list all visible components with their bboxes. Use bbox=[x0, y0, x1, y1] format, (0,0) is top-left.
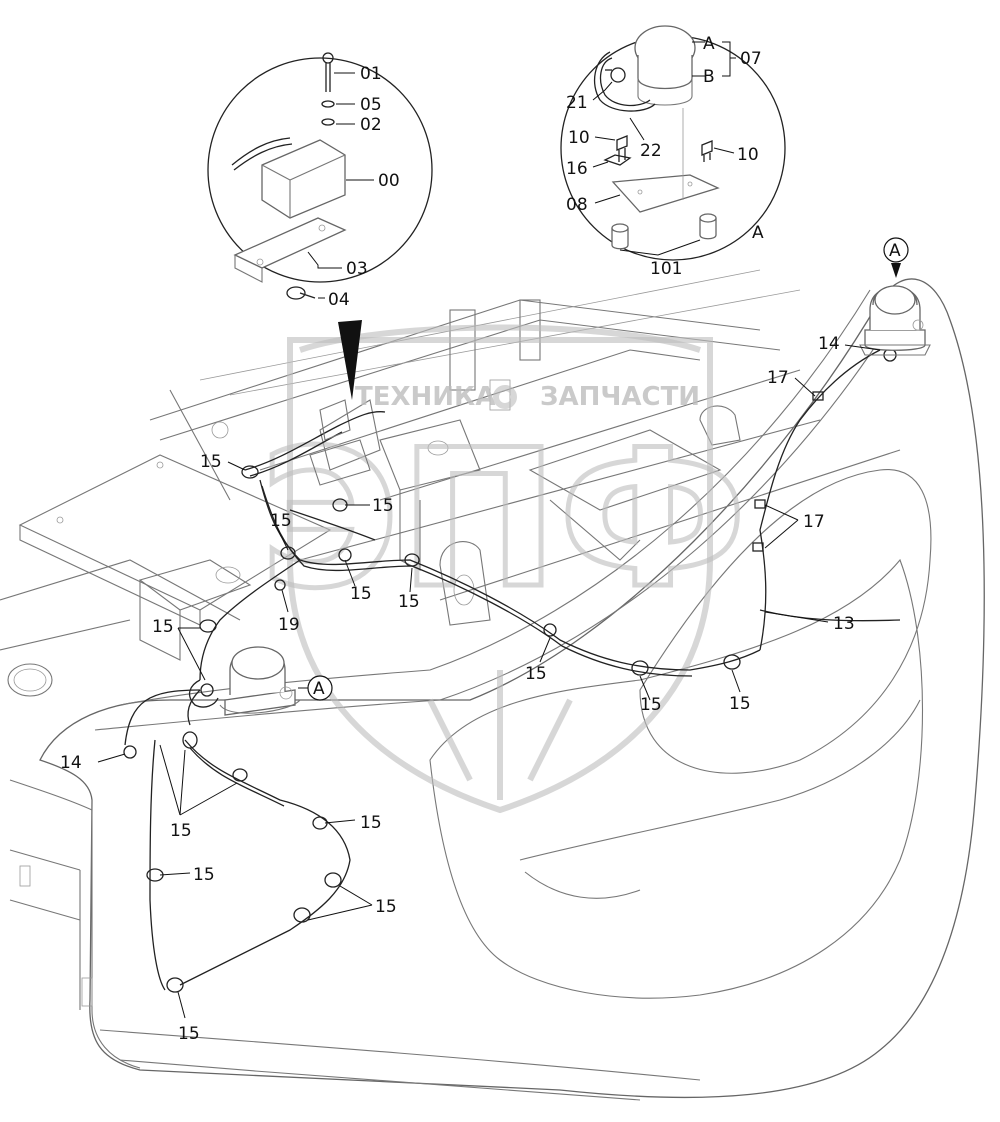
callout-02: 02 bbox=[360, 115, 382, 135]
wheat-icon bbox=[427, 670, 573, 800]
watermark-text-left: ТЕХНИКА bbox=[355, 382, 495, 412]
main-callouts: A A 14 17 17 13 15 bbox=[60, 237, 909, 1044]
callout-15-a: 15 bbox=[200, 452, 222, 472]
callout-15-h: 15 bbox=[729, 694, 751, 714]
callout-05: 05 bbox=[360, 95, 382, 115]
watermark: ТЕХНИКА ЗАПЧАСТИ ЭПФ bbox=[258, 324, 749, 814]
callout-17-top: 17 bbox=[767, 368, 789, 388]
callout-A-view: A bbox=[752, 223, 764, 243]
callout-15-i: 15 bbox=[152, 617, 174, 637]
callout-01: 01 bbox=[360, 64, 382, 84]
relay-mount-main bbox=[309, 399, 386, 486]
reference-marker-a-right bbox=[883, 237, 909, 263]
callout-15-e: 15 bbox=[398, 592, 420, 612]
wire-harness bbox=[123, 348, 901, 993]
callout-15-c: 15 bbox=[270, 511, 292, 531]
watermark-text-right: ЗАПЧАСТИ bbox=[540, 382, 700, 412]
callout-19: 19 bbox=[278, 615, 300, 635]
callout-15-j: 15 bbox=[170, 821, 192, 841]
rear-beacon-lamp-left bbox=[188, 646, 301, 716]
machine-body bbox=[0, 269, 985, 1101]
callout-04: 04 bbox=[328, 290, 350, 310]
reference-marker-a-left-label: A bbox=[313, 679, 325, 699]
callout-22: 22 bbox=[640, 141, 662, 161]
reference-marker-a-right-label: A bbox=[889, 241, 901, 261]
watermark-logo-letters: ЭПФ bbox=[260, 409, 747, 630]
rear-beacon-lamp-right bbox=[859, 285, 931, 356]
callout-B: B bbox=[703, 67, 715, 87]
callout-16: 16 bbox=[566, 159, 588, 179]
callout-15-n: 15 bbox=[178, 1024, 200, 1044]
callout-10-right: 10 bbox=[737, 145, 759, 165]
detail-view-beacon: A 07 B 21 22 10 10 16 08 101 A bbox=[560, 25, 786, 279]
callout-00: 00 bbox=[378, 171, 400, 191]
callout-15-k: 15 bbox=[360, 813, 382, 833]
callout-101: 101 bbox=[650, 259, 682, 279]
callout-A-top: A bbox=[703, 34, 715, 54]
callout-07: 07 bbox=[740, 49, 762, 69]
callout-14-right: 14 bbox=[818, 334, 840, 354]
callout-15-d: 15 bbox=[350, 584, 372, 604]
callout-13: 13 bbox=[833, 614, 855, 634]
callout-03: 03 bbox=[346, 259, 368, 279]
callout-08: 08 bbox=[566, 195, 588, 215]
detail-view-relay: 01 05 02 00 03 04 bbox=[207, 52, 433, 400]
callout-15-m: 15 bbox=[375, 897, 397, 917]
callout-15-b: 15 bbox=[372, 496, 394, 516]
callout-14-left: 14 bbox=[60, 753, 82, 773]
callout-21: 21 bbox=[566, 93, 588, 113]
callout-10-left: 10 bbox=[568, 128, 590, 148]
callout-17-pair: 17 bbox=[803, 512, 825, 532]
callout-15-g: 15 bbox=[640, 695, 662, 715]
callout-15-l: 15 bbox=[193, 865, 215, 885]
callout-15-f: 15 bbox=[525, 664, 547, 684]
gear-icon bbox=[493, 385, 517, 409]
